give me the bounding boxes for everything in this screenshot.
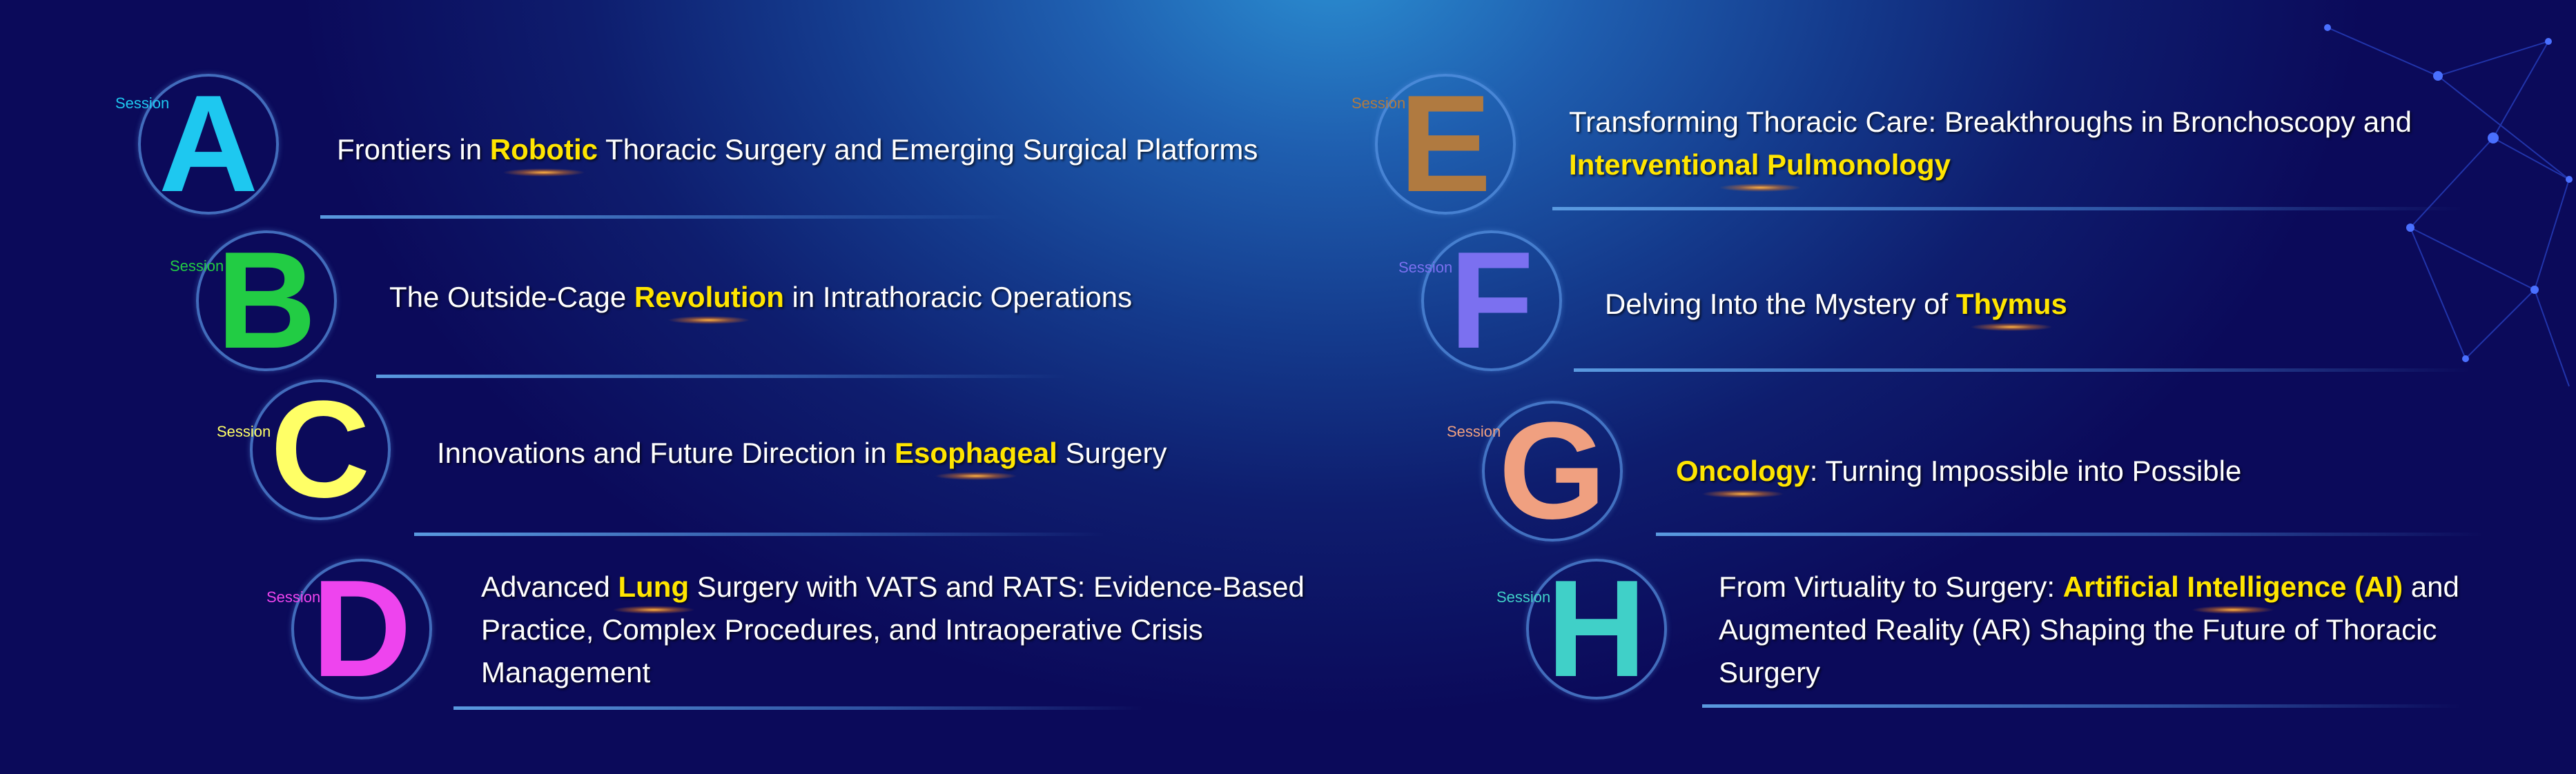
session-circle	[196, 230, 337, 371]
highlighted-keyword: Artificial Intelligence (AI)	[2062, 570, 2403, 603]
session-label: Session	[1398, 259, 1453, 276]
session-title: The Outside-Cage Revolution in Intrathor…	[389, 276, 1132, 319]
title-line: Frontiers in Robotic Thoracic Surgery an…	[337, 128, 1258, 171]
divider-line	[1552, 207, 2463, 210]
divider-line	[453, 706, 1144, 710]
title-text: Frontiers in	[337, 133, 490, 166]
title-line: Interventional Pulmonology	[1569, 143, 2412, 186]
session-letter: H	[1546, 552, 1647, 706]
title-text: Advanced	[481, 570, 618, 603]
session-letter: B	[216, 224, 317, 377]
highlighted-keyword: Esophageal	[895, 437, 1057, 469]
title-text: Delving Into the Mystery of	[1605, 288, 1956, 320]
session-title: Frontiers in Robotic Thoracic Surgery an…	[337, 128, 1258, 171]
divider-line	[1702, 704, 2461, 708]
session-circle	[291, 559, 432, 699]
title-line: Delving Into the Mystery of Thymus	[1605, 283, 2067, 326]
title-text: : Turning Impossible into Possible	[1809, 455, 2242, 487]
session-title: From Virtuality to Surgery: Artificial I…	[1719, 566, 2459, 694]
session-circle	[1421, 230, 1562, 371]
session-letter: G	[1499, 394, 1606, 548]
session-label: Session	[1447, 423, 1501, 440]
session-letter: F	[1449, 224, 1534, 377]
title-line: Practice, Complex Procedures, and Intrao…	[481, 608, 1305, 651]
title-line: Surgery	[1719, 651, 2459, 694]
session-title: Transforming Thoracic Care: Breakthrough…	[1569, 101, 2412, 186]
title-text: Innovations and Future Direction in	[437, 437, 895, 469]
session-label: Session	[266, 588, 321, 606]
session-letter: D	[311, 552, 412, 706]
divider-line	[1574, 368, 2471, 372]
session-label: Session	[115, 95, 170, 112]
session-title: Advanced Lung Surgery with VATS and RATS…	[481, 566, 1305, 694]
highlighted-keyword: Revolution	[634, 281, 784, 313]
highlighted-keyword: Oncology	[1676, 455, 1810, 487]
title-text: in Intrathoracic Operations	[783, 281, 1133, 313]
title-text: Augmented Reality (AR) Shaping the Futur…	[1719, 613, 2437, 646]
title-line: From Virtuality to Surgery: Artificial I…	[1719, 566, 2459, 608]
title-line: The Outside-Cage Revolution in Intrathor…	[389, 276, 1132, 319]
title-text: Transforming Thoracic Care: Breakthrough…	[1569, 106, 2412, 138]
title-text: The Outside-Cage	[389, 281, 634, 313]
session-letter: C	[270, 373, 371, 526]
session-title: Oncology: Turning Impossible into Possib…	[1676, 450, 2241, 493]
highlighted-keyword: Robotic	[489, 133, 598, 166]
highlighted-keyword: Thymus	[1955, 288, 2067, 320]
session-letter: E	[1399, 67, 1492, 221]
highlighted-keyword: Lung	[618, 570, 690, 603]
session-label: Session	[1496, 588, 1551, 606]
title-line: Management	[481, 651, 1305, 694]
title-text: Management	[481, 656, 651, 688]
session-label: Session	[217, 423, 271, 440]
session-letter: A	[158, 67, 259, 221]
network-decoration	[2324, 24, 2573, 387]
title-text: Surgery	[1719, 656, 1821, 688]
session-circle	[1482, 401, 1623, 542]
session-title: Innovations and Future Direction in Esop…	[437, 432, 1167, 475]
session-circle	[138, 74, 279, 215]
session-circle	[1526, 559, 1667, 699]
highlighted-keyword: Interventional Pulmonology	[1569, 148, 1951, 181]
title-text: From Virtuality to Surgery:	[1719, 570, 2063, 603]
session-circle	[1375, 74, 1516, 215]
title-line: Innovations and Future Direction in Esop…	[437, 432, 1167, 475]
title-text: Surgery with VATS and RATS: Evidence-Bas…	[689, 570, 1305, 603]
divider-line	[376, 375, 1066, 378]
divider-line	[320, 215, 1011, 219]
title-text: Practice, Complex Procedures, and Intrao…	[481, 613, 1203, 646]
title-line: Augmented Reality (AR) Shaping the Futur…	[1719, 608, 2459, 651]
title-line: Oncology: Turning Impossible into Possib…	[1676, 450, 2241, 493]
session-label: Session	[170, 257, 224, 275]
divider-line	[1656, 533, 2484, 536]
title-text: Surgery	[1057, 437, 1167, 469]
title-line: Transforming Thoracic Care: Breakthrough…	[1569, 101, 2412, 143]
title-line: Advanced Lung Surgery with VATS and RATS…	[481, 566, 1305, 608]
divider-line	[414, 533, 1104, 536]
title-text: and	[2403, 570, 2459, 603]
session-title: Delving Into the Mystery of Thymus	[1605, 283, 2067, 326]
session-label: Session	[1352, 95, 1406, 112]
title-text: Thoracic Surgery and Emerging Surgical P…	[598, 133, 1258, 166]
session-circle	[250, 379, 391, 520]
